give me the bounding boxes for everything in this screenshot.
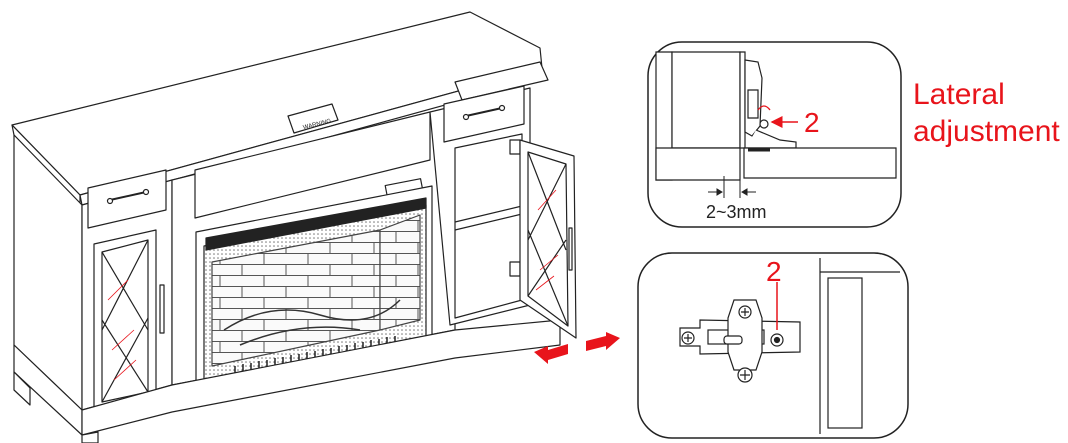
gap-dimension-label: 2~3mm — [706, 202, 767, 222]
fireplace-console: WARNING — [11, 11, 577, 443]
detail-top-hinge: 2 2~3mm — [647, 41, 902, 228]
caption-line-2: adjustment — [913, 115, 1060, 148]
caption-lateral-adjustment: Lateral adjustment — [913, 76, 1060, 150]
arrow-left-icon — [534, 344, 568, 364]
step-number-top: 2 — [804, 107, 820, 138]
detail-bottom-hinge: 2 — [637, 252, 909, 439]
caption-line-1: Lateral — [913, 78, 1005, 111]
arrow-right-icon — [586, 332, 620, 351]
lateral-arrows — [534, 332, 620, 364]
step-number-bottom: 2 — [766, 256, 782, 287]
